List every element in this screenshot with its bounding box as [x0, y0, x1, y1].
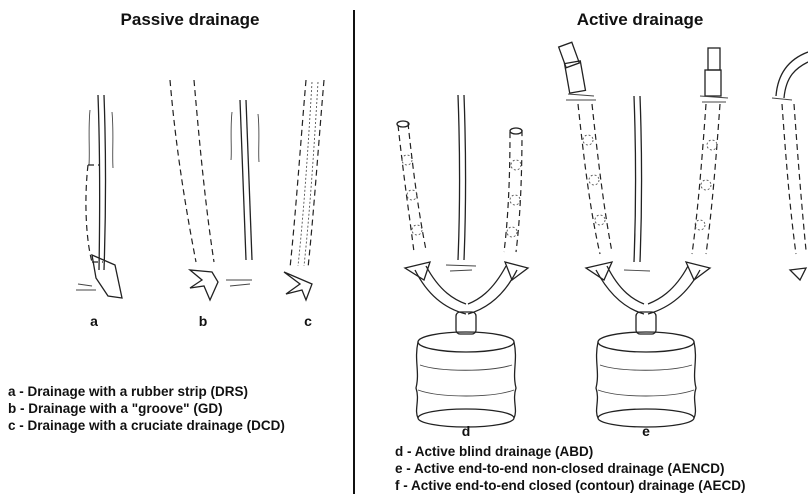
panel-label-e: e	[636, 423, 656, 439]
illustration-d	[397, 95, 528, 427]
panel-label-b: b	[193, 313, 213, 329]
panel-label-a: a	[84, 313, 104, 329]
legend-item-d: d - Active blind drainage (ABD)	[395, 443, 746, 460]
illustration-e	[559, 42, 728, 427]
illustration-b	[170, 80, 259, 300]
legend-item-f: f - Active end-to-end closed (contour) d…	[395, 477, 746, 494]
panel-label-c: c	[298, 313, 318, 329]
illustration-c	[284, 80, 324, 300]
illustration-a	[76, 95, 122, 298]
passive-legend: a - Drainage with a rubber strip (DRS) b…	[8, 383, 285, 434]
active-legend: d - Active blind drainage (ABD) e - Acti…	[395, 443, 746, 494]
legend-item-c: c - Drainage with a cruciate drainage (D…	[8, 417, 285, 434]
legend-item-a: a - Drainage with a rubber strip (DRS)	[8, 383, 285, 400]
legend-item-b: b - Drainage with a "groove" (GD)	[8, 400, 285, 417]
illustration-f-partial	[772, 52, 808, 280]
legend-item-e: e - Active end-to-end non-closed drainag…	[395, 460, 746, 477]
panel-label-d: d	[456, 423, 476, 439]
